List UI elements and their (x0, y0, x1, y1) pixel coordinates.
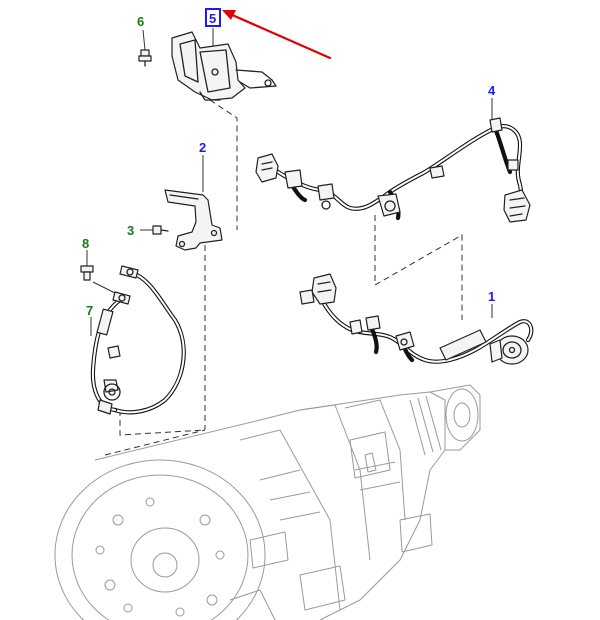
callout-6: 6 (137, 14, 144, 29)
part-3-bolt (140, 225, 169, 235)
callout-5-highlight-box (205, 8, 221, 27)
part-2-bracket (164, 155, 223, 251)
callout-1: 1 (488, 289, 495, 304)
part-8-bolt (80, 250, 126, 299)
transmission-housing (54, 384, 481, 620)
assembly-guide-lines (104, 99, 463, 456)
part-1-wiring-harness (299, 273, 534, 365)
part-5-mounting-bracket (171, 28, 277, 101)
callout-5: 5 (209, 11, 216, 26)
part-7-cable (90, 265, 186, 415)
part-6-bolt (138, 29, 152, 67)
red-pointer-arrow (222, 10, 332, 60)
callout-2: 2 (199, 140, 206, 155)
callout-labels: 6 5 2 4 3 8 7 1 (82, 8, 496, 318)
callout-7: 7 (86, 303, 93, 318)
callout-4: 4 (488, 83, 496, 98)
callout-8: 8 (82, 236, 89, 251)
callout-3: 3 (127, 223, 134, 238)
part-4-wiring-harness (255, 98, 531, 223)
